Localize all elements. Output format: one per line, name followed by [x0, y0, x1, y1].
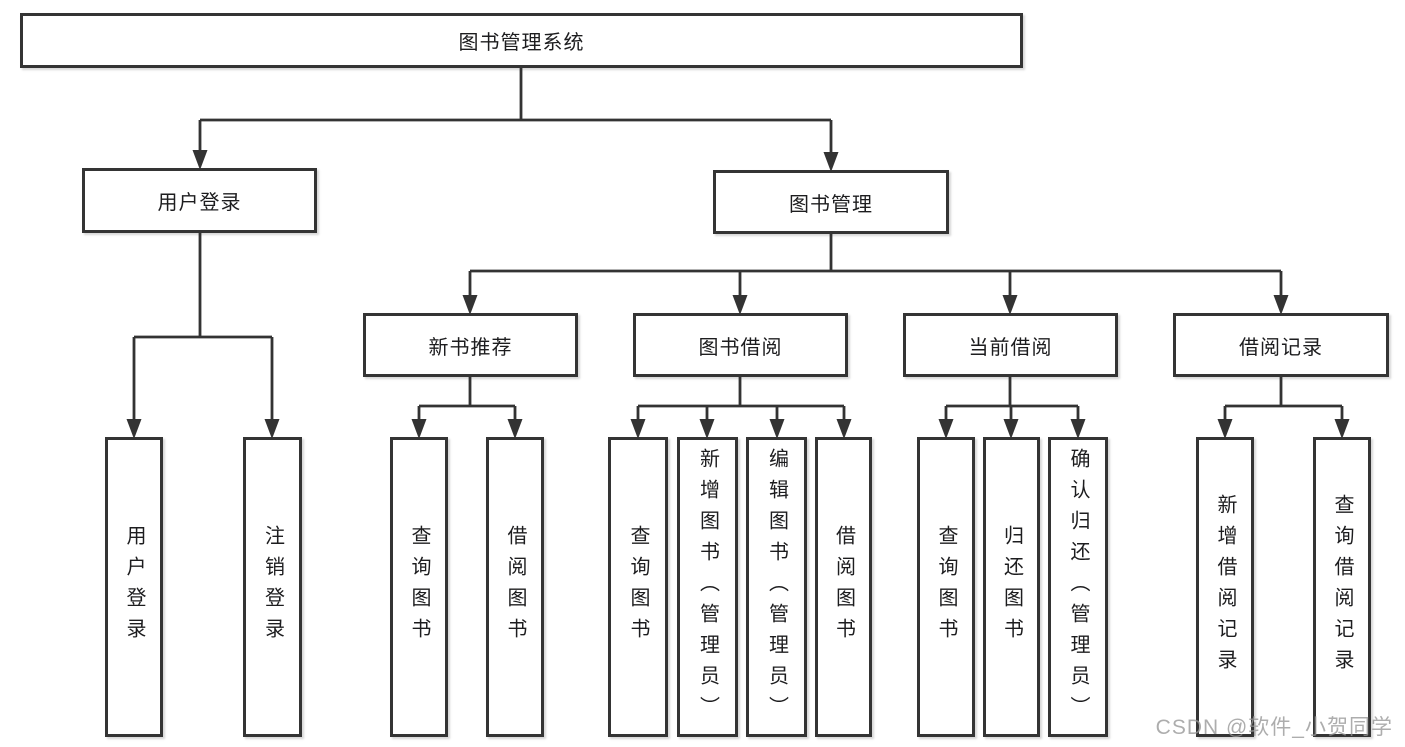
leaf-confirm-return-admin: 确认归还（管理员） [1048, 437, 1108, 737]
leaf-query-books-1: 查询图书 [390, 437, 448, 737]
leaf-query-borrow-record: 查询借阅记录 [1313, 437, 1371, 737]
arrowhead-icon [1002, 295, 1018, 315]
arrowhead-icon [264, 419, 280, 439]
arrowhead-icon [1003, 419, 1019, 439]
leaf-edit-book-admin: 编辑图书（管理员） [746, 437, 807, 737]
node-new-book-recommend: 新书推荐 [363, 313, 578, 377]
connector-current-borrow-split [944, 377, 1080, 423]
arrowhead-icon [630, 419, 646, 439]
connector-new-book-split [417, 377, 517, 423]
arrowhead-icon [411, 419, 427, 439]
arrowhead-icon [699, 419, 715, 439]
arrowhead-icon [126, 419, 142, 439]
connector-book-borrow-split [636, 377, 846, 423]
leaf-borrow-books-2: 借阅图书 [815, 437, 872, 737]
connector-book-mgmt-split [468, 234, 1283, 299]
arrowhead-icon [462, 295, 478, 315]
arrowhead-icon [192, 150, 208, 170]
node-book-borrow: 图书借阅 [633, 313, 848, 377]
leaf-query-books-3: 查询图书 [917, 437, 975, 737]
arrowhead-icon [1217, 419, 1233, 439]
arrowhead-icon [507, 419, 523, 439]
connector-root-to-level2 [198, 68, 833, 155]
leaf-logout: 注销登录 [243, 437, 302, 737]
node-current-borrow: 当前借阅 [903, 313, 1118, 377]
leaf-add-book-admin: 新增图书（管理员） [677, 437, 738, 737]
leaf-return-book: 归还图书 [983, 437, 1040, 737]
leaf-user-login: 用户登录 [105, 437, 163, 737]
connector-borrow-records-split [1223, 377, 1344, 423]
arrowhead-icon [769, 419, 785, 439]
node-user-login: 用户登录 [82, 168, 317, 233]
arrowhead-icon [836, 419, 852, 439]
arrowhead-icon [1273, 295, 1289, 315]
csdn-watermark: CSDN @软件_小贺同学 [1155, 716, 1393, 739]
leaf-query-books-2: 查询图书 [608, 437, 668, 737]
arrowhead-icon [823, 152, 839, 172]
node-root: 图书管理系统 [20, 13, 1023, 68]
connector-user-login-split [132, 233, 274, 423]
arrowhead-icon [1070, 419, 1086, 439]
leaf-borrow-books-1: 借阅图书 [486, 437, 544, 737]
arrowhead-icon [938, 419, 954, 439]
node-book-management: 图书管理 [713, 170, 949, 234]
arrowhead-icon [1334, 419, 1350, 439]
leaf-add-borrow-record: 新增借阅记录 [1196, 437, 1254, 737]
arrowhead-icon [732, 295, 748, 315]
node-borrow-records: 借阅记录 [1173, 313, 1389, 377]
